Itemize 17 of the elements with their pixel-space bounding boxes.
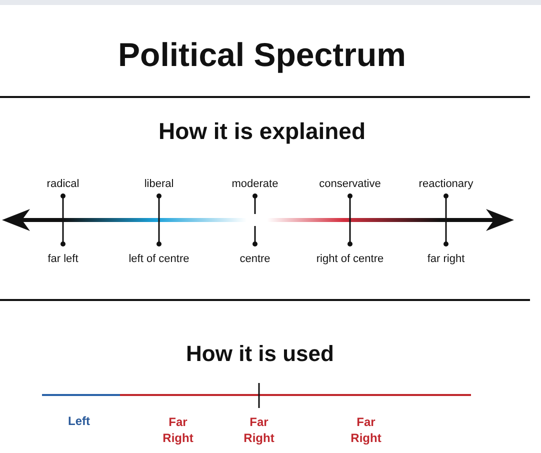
position-label: far right <box>427 253 465 265</box>
position-label: far left <box>48 253 78 265</box>
title: Political Spectrum <box>118 36 406 74</box>
position-label: liberal <box>144 178 174 190</box>
usage-label: Far Right <box>242 414 276 446</box>
usage-label: Left <box>68 414 90 428</box>
position-label: reactionary <box>418 178 474 190</box>
subtitle: How it is used <box>186 341 334 367</box>
subtitle: How it is explained <box>158 118 366 145</box>
usage-label: Far Right <box>350 414 382 446</box>
position-label: centre <box>240 253 270 265</box>
usage-label: Far Right <box>162 414 194 446</box>
position-label: radical <box>46 178 80 190</box>
position-label: right of centre <box>316 253 384 265</box>
position-label: left of centre <box>128 253 190 265</box>
position-label: conservative <box>319 178 381 190</box>
position-label: moderate <box>232 178 278 190</box>
